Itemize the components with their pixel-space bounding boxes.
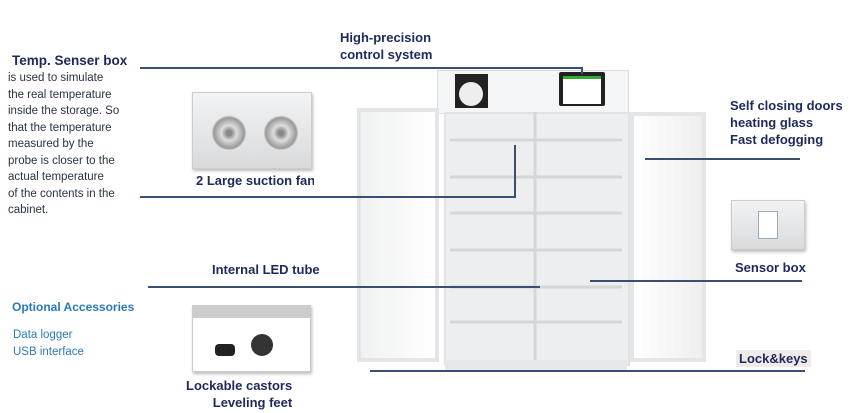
lock-label: Lock&keys — [736, 350, 811, 367]
accessory-item: Data logger — [13, 329, 73, 341]
desc-line: cabinet. — [8, 204, 49, 216]
label-line: heating glass — [730, 115, 814, 130]
sensor-box-label: Sensor box — [735, 260, 806, 275]
desc-line: is used to simulate — [8, 72, 104, 84]
castors-label: Lockable castors Leveling feet — [186, 377, 292, 411]
label-line: High-precision — [340, 30, 432, 45]
fan-icon — [211, 115, 247, 151]
control-system-label: High-precision control system — [340, 29, 432, 63]
fan-icon — [263, 115, 299, 151]
desc-line: of the contents in the — [8, 187, 115, 200]
temp-sensor-description: is used to simulate the real temperature… — [8, 70, 119, 219]
doors-label: Self closing doors heating glass Fast de… — [730, 97, 843, 148]
led-label: Internal LED tube — [212, 262, 320, 277]
desc-line: actual temperature — [8, 171, 104, 183]
fans-label: 2 Large suction fans — [196, 173, 314, 188]
chart-recorder — [455, 74, 488, 108]
accessories-title: Optional Accessories — [12, 300, 135, 314]
accessory-item: USB interface — [13, 346, 84, 358]
desc-line: probe is closer to the — [8, 154, 115, 167]
label-line: Lockable castors — [186, 378, 293, 393]
desc-line: inside the storage. So — [8, 105, 120, 117]
cabinet-base — [445, 360, 627, 372]
right-door — [630, 112, 706, 362]
temp-sensor-title: Temp. Senser box — [12, 53, 128, 68]
desc-line: that the temperature — [8, 121, 112, 134]
sensor-box-photo — [731, 200, 805, 250]
left-door — [357, 108, 439, 362]
touch-screen — [559, 72, 605, 106]
castors-photo — [192, 305, 311, 372]
desc-line: measured by the — [8, 138, 94, 150]
label-line: Self closing doors — [730, 98, 843, 113]
label-line: Leveling feet — [212, 395, 293, 410]
cabinet-interior — [444, 112, 630, 366]
label-line: control system — [340, 47, 433, 62]
fans-photo — [192, 92, 312, 169]
accessories-list: Data logger USB interface — [13, 327, 84, 361]
label-line: Fast defogging — [730, 132, 824, 147]
desc-line: the real temperature — [8, 88, 112, 101]
